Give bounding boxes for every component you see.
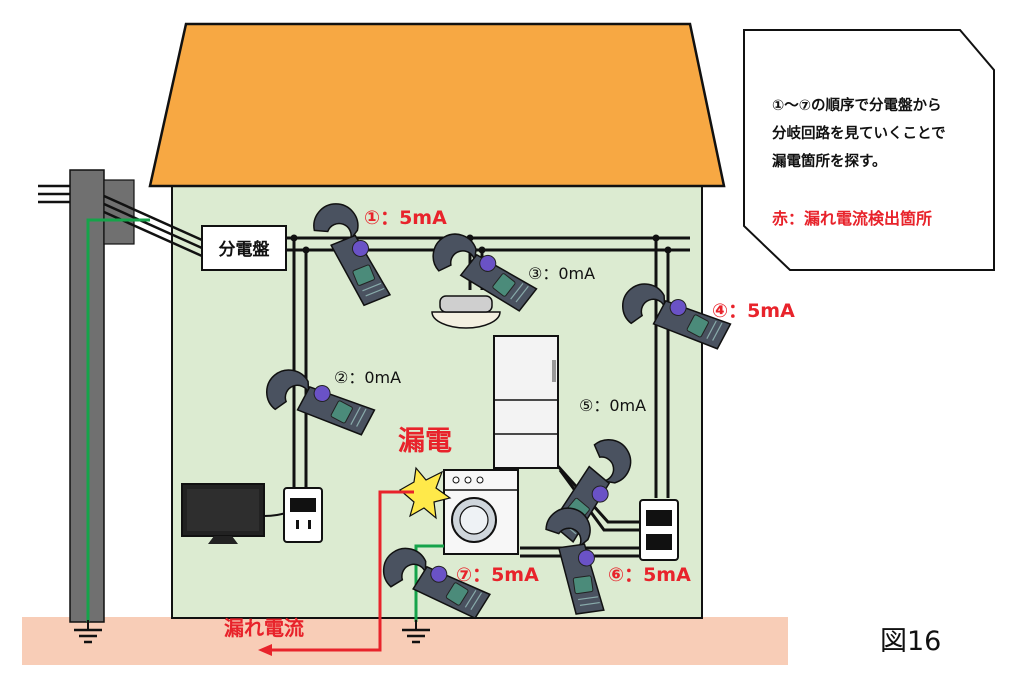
- note-box: [743, 29, 995, 271]
- meter-2-label: ②：0mA: [334, 368, 402, 387]
- meter-6-label: ⑥：5mA: [608, 564, 691, 586]
- ceiling-light: [431, 295, 501, 329]
- pole-earth-wire: [86, 218, 150, 622]
- meter-7-label: ⑦：5mA: [456, 564, 539, 586]
- note-line-2: 分岐回路を見ていくことで: [772, 126, 946, 142]
- leak-current-label: 漏れ電流: [224, 616, 304, 640]
- left-outlet: [283, 487, 323, 543]
- washing-machine: [443, 469, 519, 555]
- distribution-panel-label: 分電盤: [219, 239, 271, 260]
- meter-5-label: ⑤：0mA: [579, 396, 647, 415]
- leak-spark-icon: [398, 466, 452, 520]
- ground-strip: [22, 617, 788, 665]
- distribution-panel: [201, 225, 287, 271]
- note-legend: 赤：漏れ電流検出箇所: [772, 209, 933, 228]
- refrigerator: [493, 335, 559, 469]
- figure-label: 図16: [880, 626, 942, 657]
- washer-earth-wire: [414, 544, 444, 622]
- house-roof: [148, 22, 726, 188]
- meter-4-label: ④：5mA: [712, 300, 795, 322]
- note-line-3: 漏電箇所を探す。: [772, 154, 887, 170]
- right-outlet: [639, 499, 679, 561]
- meter-3-label: ③：0mA: [528, 264, 596, 283]
- leak-current-path: [270, 490, 414, 652]
- meter-1-label: ①：5mA: [364, 207, 447, 229]
- leak-label: 漏電: [398, 426, 452, 457]
- television: [181, 483, 291, 544]
- leak-arrow-icon: [258, 644, 272, 656]
- note-line-1: ①〜⑦の順序で分電盤から: [772, 98, 942, 114]
